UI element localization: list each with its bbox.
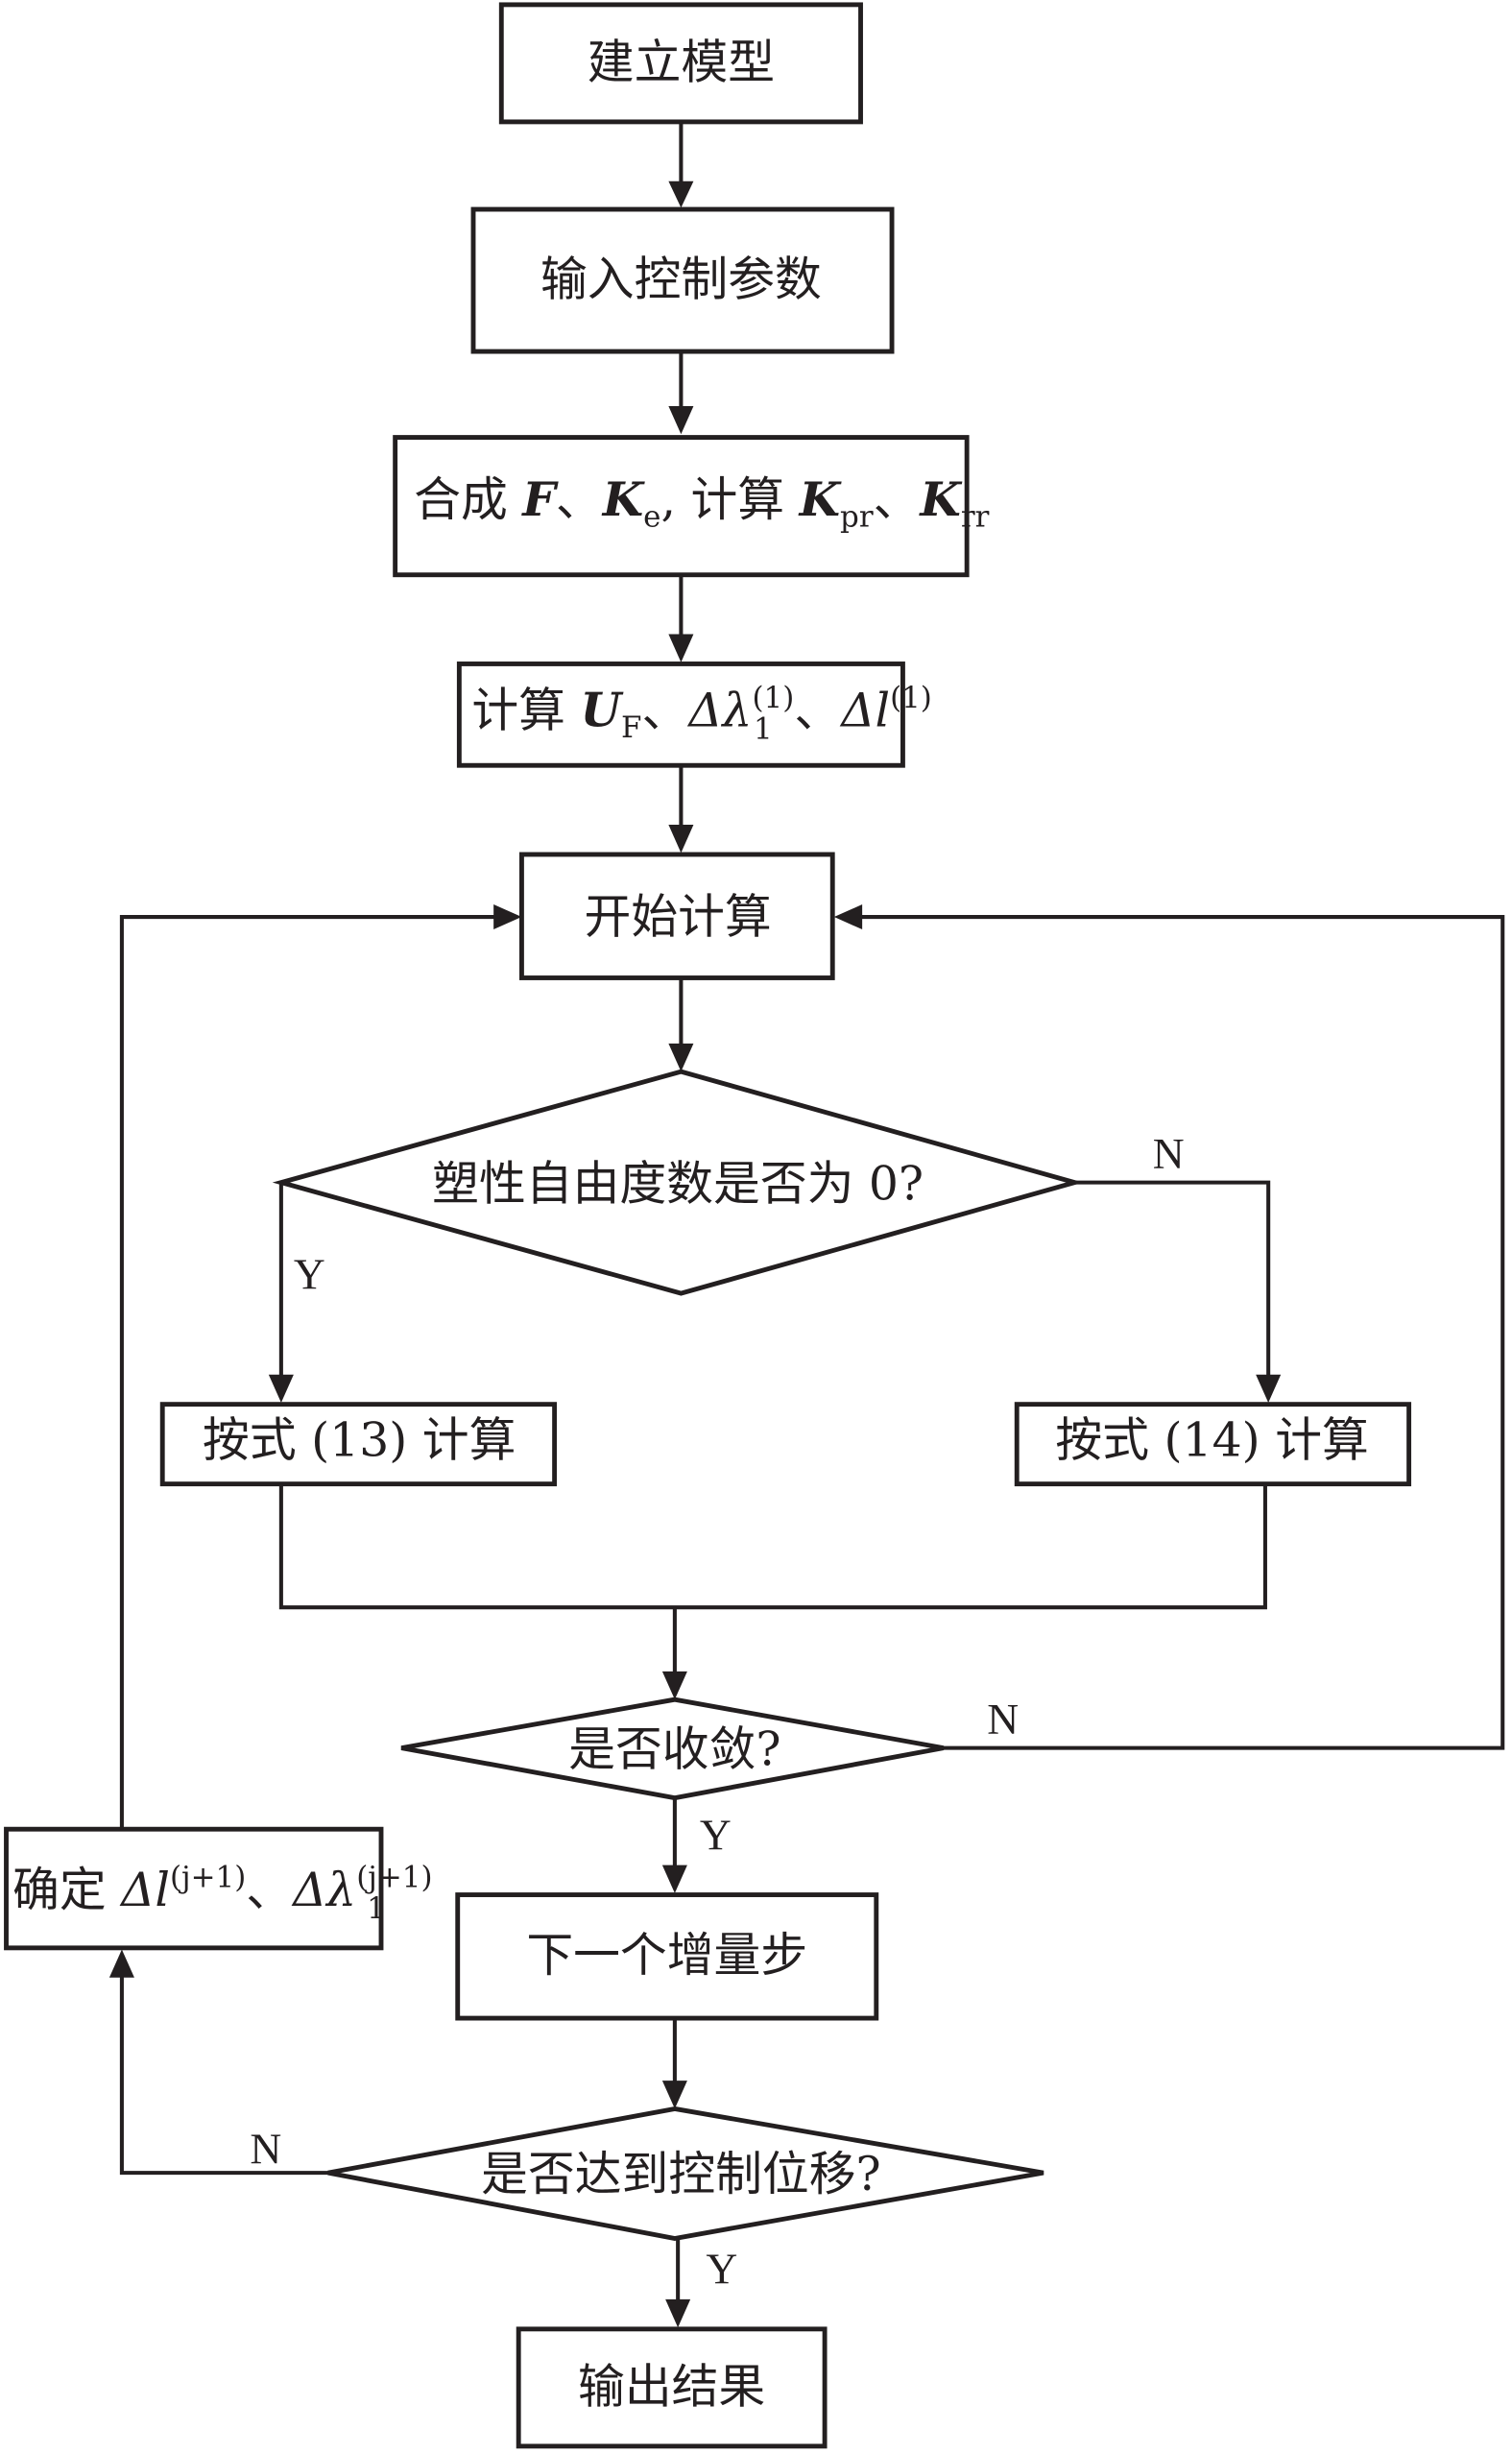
edge-assemble-to-compute	[668, 574, 694, 662]
decision-displacement-label: 是否达到控制位移?	[481, 2147, 881, 2201]
node-next-step: 下一个增量步	[455, 1892, 879, 2021]
node-next-step-label: 下一个增量步	[526, 1928, 807, 1983]
edge-compute-to-start	[668, 765, 694, 854]
node-determine: 确定 Δl(j+1)、Δλ(j+1)1	[4, 1826, 433, 1951]
edge-displacement-no: N	[108, 1949, 328, 2176]
node-output: 输出结果	[516, 2326, 828, 2449]
decision-converge: 是否收敛?	[400, 1696, 945, 1801]
edge-merge	[278, 1483, 1267, 1700]
node-calc-eq14: 按式 (14) 计算	[1014, 1402, 1412, 1487]
node-calc-eq13-label: 按式 (13) 计算	[203, 1412, 516, 1467]
node-calc-eq13: 按式 (13) 计算	[159, 1402, 558, 1487]
edge-displacement-yes: Y	[665, 2238, 737, 2328]
node-build-model: 建立模型	[498, 2, 863, 125]
node-input-params-label: 输入控制参数	[540, 253, 822, 307]
node-start-calc-label: 开始计算	[585, 889, 772, 944]
edge-plastic-no: N	[1074, 1129, 1282, 1404]
node-compute-uf-label: 计算 UF、Δλ(1)1、Δl(1)	[471, 681, 932, 747]
plastic-no-label: N	[1153, 1129, 1185, 1178]
node-assemble-label: 合成 F、Ke, 计算 Kpr、Krr	[414, 471, 989, 534]
decision-plastic: 塑性自由度数是否为 0?	[272, 1069, 1084, 1296]
node-start-calc: 开始计算	[518, 852, 835, 980]
decision-plastic-label: 塑性自由度数是否为 0?	[432, 1157, 924, 1212]
converge-no-label: N	[987, 1695, 1019, 1744]
node-output-label: 输出结果	[578, 2359, 765, 2414]
edge-converge-yes: Y	[661, 1797, 732, 1893]
converge-yes-label: Y	[700, 1810, 732, 1859]
node-compute-uf: 计算 UF、Δλ(1)1、Δl(1)	[456, 662, 932, 768]
node-assemble: 合成 F、Ke, 计算 Kpr、Krr	[393, 435, 990, 578]
edge-converge-no: N	[833, 904, 1505, 1750]
edge-determine-to-start	[119, 904, 522, 1830]
edge-next-to-displacement	[661, 2018, 687, 2109]
decision-displacement: 是否达到控制位移?	[327, 2105, 1044, 2241]
plastic-yes-label: Y	[294, 1249, 325, 1298]
edge-model-to-input	[668, 121, 694, 208]
node-calc-eq14-label: 按式 (14) 计算	[1055, 1412, 1368, 1467]
node-build-model-label: 建立模型	[588, 35, 775, 89]
edge-start-to-plastic	[668, 977, 694, 1072]
displacement-no-label: N	[250, 2124, 281, 2173]
edge-plastic-yes: Y	[268, 1182, 325, 1404]
node-input-params: 输入控制参数	[470, 206, 895, 354]
displacement-yes-label: Y	[706, 2245, 737, 2294]
edge-input-to-assemble	[668, 351, 694, 435]
decision-converge-label: 是否收敛?	[568, 1721, 780, 1776]
node-determine-label: 确定 Δl(j+1)、Δλ(j+1)1	[12, 1860, 432, 1926]
